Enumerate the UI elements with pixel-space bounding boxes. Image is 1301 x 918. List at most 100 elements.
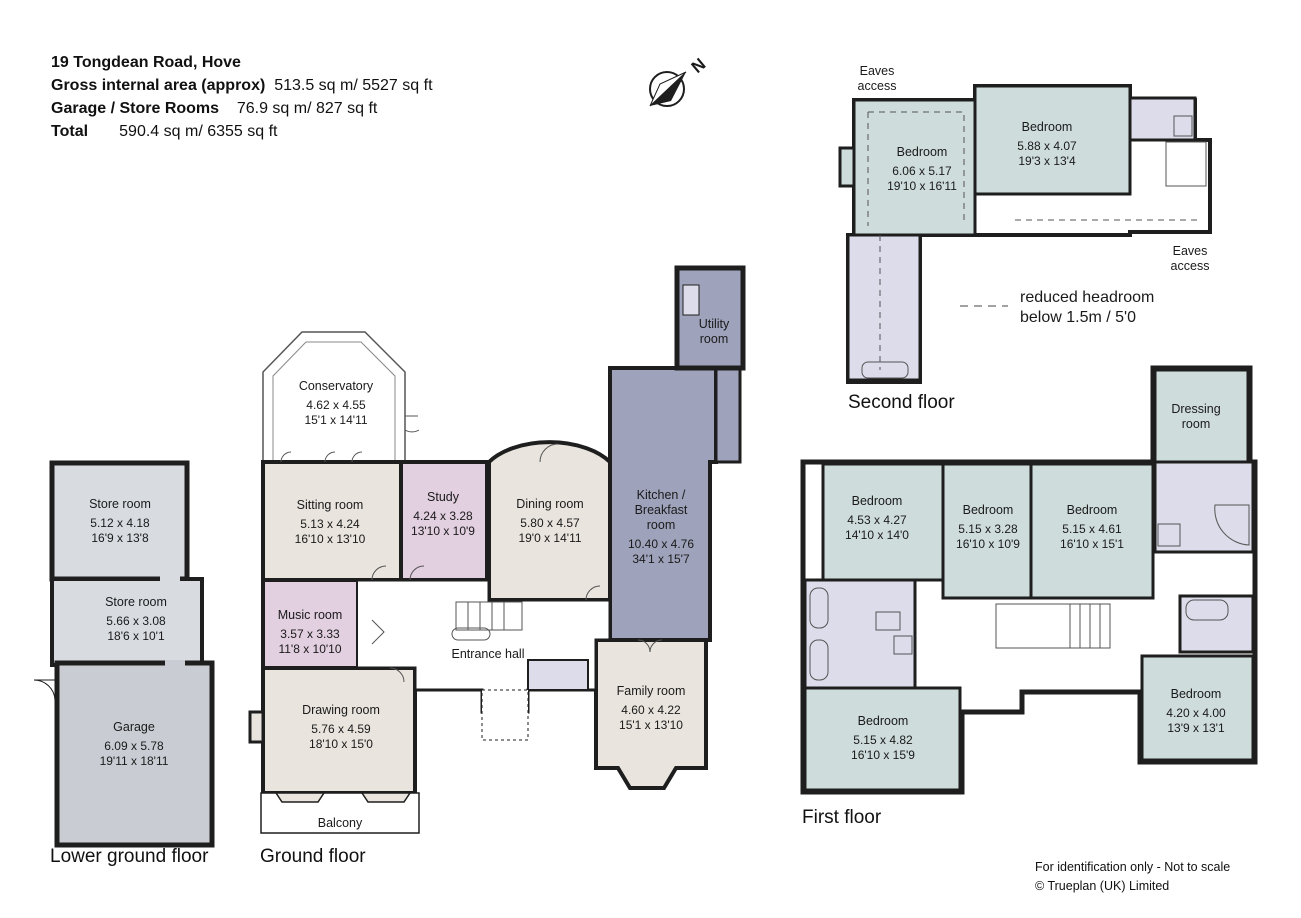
f-bedroom-3-metric: 5.15 x 4.61 xyxy=(1062,522,1122,536)
sitting-room-imperial: 16'10 x 13'10 xyxy=(295,532,366,546)
s-bedroom-2-name: Bedroom xyxy=(1022,120,1073,134)
f-bedroom-2-imperial: 16'10 x 10'9 xyxy=(956,537,1020,551)
total-area-value: 590.4 sq m/ 6355 sq ft xyxy=(119,123,278,140)
copyright-text: © Trueplan (UK) Limited xyxy=(1035,879,1170,893)
gia-value: 513.5 sq m/ 5527 sq ft xyxy=(274,77,433,94)
lower-ground-floor-label: Lower ground floor xyxy=(50,846,209,867)
store-room-2-name: Store room xyxy=(105,595,167,609)
ground-floor-label: Ground floor xyxy=(260,846,366,867)
f-bedroom-1-name: Bedroom xyxy=(852,494,903,508)
s-bedroom-2-metric: 5.88 x 4.07 xyxy=(1017,139,1077,153)
garage xyxy=(54,660,215,848)
eaves-access-2-line2: access xyxy=(1171,259,1210,273)
second-floor-plan: Bedroom 6.06 x 5.17 19'10 x 16'11 Bedroo… xyxy=(838,64,1212,384)
family-room-imperial: 15'1 x 13'10 xyxy=(619,718,683,732)
second-floor-label: Second floor xyxy=(848,392,955,413)
dressing-room-name-1: Dressing xyxy=(1171,402,1220,416)
first-floor-bedroom-4 xyxy=(803,686,962,792)
kitchen-imperial: 34'1 x 15'7 xyxy=(632,552,690,566)
first-floor-ensuite xyxy=(1153,460,1255,554)
dining-room-metric: 5.80 x 4.57 xyxy=(520,516,580,530)
first-floor-bedroom-5 xyxy=(1140,654,1255,762)
study-metric: 4.24 x 3.28 xyxy=(413,509,473,523)
eaves-access-1-line1: Eaves xyxy=(860,64,895,78)
compass-north-letter: N xyxy=(688,55,710,77)
property-summary: 19 Tongdean Road, Hove Gross internal ar… xyxy=(51,51,433,143)
garage-imperial: 19'11 x 18'11 xyxy=(100,754,169,768)
balcony-name: Balcony xyxy=(318,816,363,830)
second-floor-bedroom-1 xyxy=(852,98,977,237)
first-floor-jack-and-jill-bath xyxy=(803,578,917,690)
conservatory-name: Conservatory xyxy=(299,379,374,393)
s-bedroom-1-name: Bedroom xyxy=(897,145,948,159)
garage-area-value: 76.9 sq m/ 827 sq ft xyxy=(236,100,378,117)
s-bedroom-1-imperial: 19'10 x 16'11 xyxy=(887,179,957,193)
total-area-label: Total xyxy=(51,123,89,140)
second-floor-bedroom-2 xyxy=(973,84,1132,196)
f-bedroom-3-imperial: 16'10 x 15'1 xyxy=(1060,537,1124,551)
utility-name-1: Utility xyxy=(699,317,730,331)
second-floor-bathroom xyxy=(846,233,922,382)
sitting-room-metric: 5.13 x 4.24 xyxy=(300,517,360,531)
f-bedroom-5-metric: 4.20 x 4.00 xyxy=(1166,706,1226,720)
f-bedroom-4-imperial: 16'10 x 15'9 xyxy=(851,748,915,762)
eaves-access-1-line2: access xyxy=(858,79,897,93)
s-bedroom-2-imperial: 19'3 x 13'4 xyxy=(1018,154,1076,168)
drawing-room xyxy=(261,666,417,795)
garage-name: Garage xyxy=(113,720,155,734)
kitchen-name-2: Breakfast xyxy=(635,503,688,517)
store-room-1-name: Store room xyxy=(89,497,151,511)
garage-side-door xyxy=(33,679,56,701)
first-floor-bedroom-1 xyxy=(821,462,945,582)
gia-label: Gross internal area (approx) xyxy=(51,77,266,94)
first-floor-plan: Bedroom 4.53 x 4.27 14'10 x 14'0 Bedroom… xyxy=(800,365,1258,795)
property-address: 19 Tongdean Road, Hove xyxy=(51,54,241,71)
f-bedroom-4-name: Bedroom xyxy=(858,714,909,728)
legend-line-1: reduced headroom xyxy=(1020,289,1154,306)
store-room-2-imperial: 18'6 x 10'1 xyxy=(107,629,165,643)
f-bedroom-2-name: Bedroom xyxy=(963,503,1014,517)
s-bedroom-1-metric: 6.06 x 5.17 xyxy=(892,164,952,178)
conservatory xyxy=(262,331,406,463)
family-room-name: Family room xyxy=(617,684,686,698)
drawing-room-imperial: 18'10 x 15'0 xyxy=(309,737,373,751)
kitchen-name-1: Kitchen / xyxy=(637,488,686,502)
drawing-room-metric: 5.76 x 4.59 xyxy=(311,722,371,736)
dining-room-name: Dining room xyxy=(516,497,583,511)
f-bedroom-2-metric: 5.15 x 3.28 xyxy=(958,522,1018,536)
eaves-access-2-line1: Eaves xyxy=(1173,244,1208,258)
store-room-2-metric: 5.66 x 3.08 xyxy=(106,614,166,628)
f-bedroom-4-metric: 5.15 x 4.82 xyxy=(853,733,913,747)
garage-area-label: Garage / Store Rooms xyxy=(51,100,220,117)
f-bedroom-5-name: Bedroom xyxy=(1171,687,1222,701)
store-room-1-imperial: 16'9 x 13'8 xyxy=(91,531,149,545)
sitting-room-name: Sitting room xyxy=(297,498,364,512)
entrance-hall-name: Entrance hall xyxy=(452,647,525,661)
dressing-room xyxy=(1153,368,1250,464)
utility-name-2: room xyxy=(700,332,728,346)
north-compass-icon: N xyxy=(649,55,710,107)
dressing-room-name-2: room xyxy=(1182,417,1210,431)
f-bedroom-3-name: Bedroom xyxy=(1067,503,1118,517)
f-bedroom-5-imperial: 13'9 x 13'1 xyxy=(1167,721,1225,735)
garage-metric: 6.09 x 5.78 xyxy=(104,739,164,753)
f-bedroom-1-metric: 4.53 x 4.27 xyxy=(847,513,907,527)
first-floor-bedroom-3 xyxy=(1029,462,1155,600)
conservatory-metric: 4.62 x 4.55 xyxy=(306,398,366,412)
second-floor-wc xyxy=(1128,96,1197,142)
disclaimer-text: For identification only - Not to scale xyxy=(1035,860,1231,874)
dining-room-imperial: 19'0 x 14'11 xyxy=(518,531,581,545)
ground-floor-plan: Conservatory 4.62 x 4.55 15'1 x 14'11 Si… xyxy=(248,265,746,834)
study-imperial: 13'10 x 10'9 xyxy=(411,524,475,538)
first-floor-bathroom xyxy=(1178,594,1255,654)
music-room-name: Music room xyxy=(278,608,343,622)
conservatory-imperial: 15'1 x 14'11 xyxy=(304,413,367,427)
kitchen-metric: 10.40 x 4.76 xyxy=(628,537,694,551)
kitchen-name-3: room xyxy=(647,518,675,532)
study-name: Study xyxy=(427,490,460,504)
f-bedroom-1-imperial: 14'10 x 14'0 xyxy=(845,528,909,542)
family-room xyxy=(594,638,708,790)
family-room-metric: 4.60 x 4.22 xyxy=(621,703,681,717)
study xyxy=(399,460,489,582)
